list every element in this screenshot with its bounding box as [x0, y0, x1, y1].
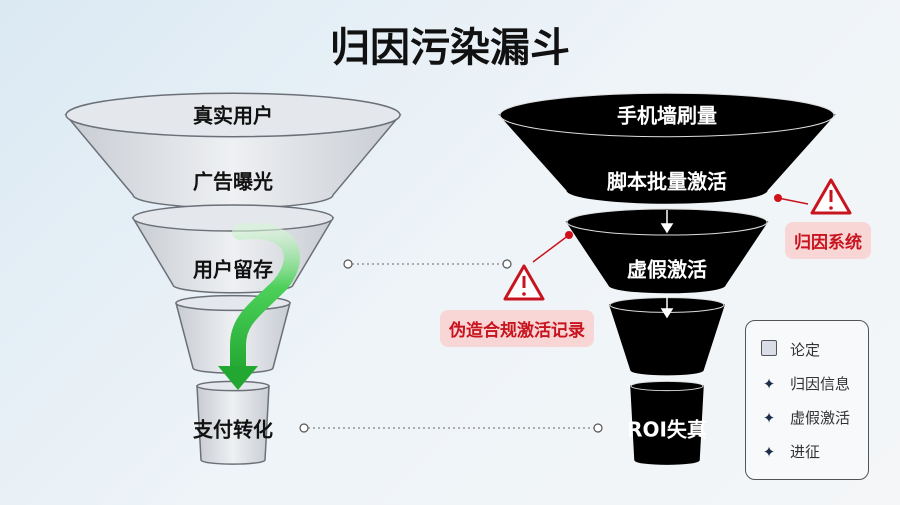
- warning-dot: [774, 194, 782, 202]
- legend-item: 论定: [760, 339, 820, 360]
- funnel-stage: [498, 114, 836, 204]
- left-stage-label: 用户留存: [193, 257, 273, 282]
- funnel-stage: [608, 304, 726, 376]
- square-icon: [760, 339, 778, 360]
- green-arrowhead: [218, 366, 258, 390]
- funnel-stage-rim: [65, 92, 401, 138]
- right-funnel: [498, 92, 836, 465]
- funnel-stage-rim: [499, 92, 835, 138]
- funnel-stage: [630, 385, 704, 465]
- left-stage-label: 支付转化: [193, 417, 273, 442]
- legend-label: 进征: [790, 443, 821, 461]
- funnel-stage-rim: [630, 380, 704, 392]
- warning-icon: [810, 178, 852, 215]
- legend-item: ✦ 归因信息: [760, 373, 850, 394]
- warning-leader: [532, 234, 570, 263]
- right-stage-label: ROI失真: [627, 417, 707, 442]
- right-stage-label: 虚假激活: [627, 257, 707, 282]
- sparkle-icon: ✦: [762, 408, 776, 427]
- connector-dot: [299, 423, 309, 433]
- warning-leader: [777, 197, 809, 205]
- left-funnel: [64, 92, 402, 465]
- sparkle-icon: ✦: [762, 374, 776, 393]
- right-stage-label: 脚本批量激活: [607, 169, 727, 194]
- legend-item: ✦ 进征: [760, 441, 820, 462]
- legend: 论定 ✦ 归因信息 ✦ 虚假激活 ✦ 进征: [745, 320, 869, 480]
- warning-label-forged-records: 伪造合规激活记录: [440, 310, 594, 347]
- down-arrows: [660, 210, 674, 319]
- connector-dot: [502, 259, 512, 269]
- left-stage-label: 真实用户: [193, 103, 273, 128]
- legend-label: 虚假激活: [790, 409, 851, 427]
- sparkle-icon: ✦: [762, 442, 776, 461]
- green-question-arrow: [230, 223, 300, 380]
- funnel-stage-rim: [132, 204, 334, 232]
- legend-item: ✦ 虚假激活: [760, 407, 850, 428]
- funnel-stage: [196, 385, 270, 465]
- connector-dot: [343, 259, 353, 269]
- connector-dot: [593, 423, 603, 433]
- legend-label: 归因信息: [790, 375, 851, 393]
- connector-lines: [308, 263, 594, 429]
- funnel-stage: [565, 221, 769, 294]
- right-stage-label: 手机墙刷量: [617, 103, 717, 128]
- warning-icon: [503, 264, 545, 301]
- left-stage-label: 广告曝光: [193, 169, 273, 194]
- page-title: 归因污染漏斗: [330, 25, 570, 71]
- legend-label: 论定: [790, 341, 821, 359]
- warning-dot: [565, 231, 573, 239]
- warning-label-attribution: 归因系统: [785, 222, 871, 259]
